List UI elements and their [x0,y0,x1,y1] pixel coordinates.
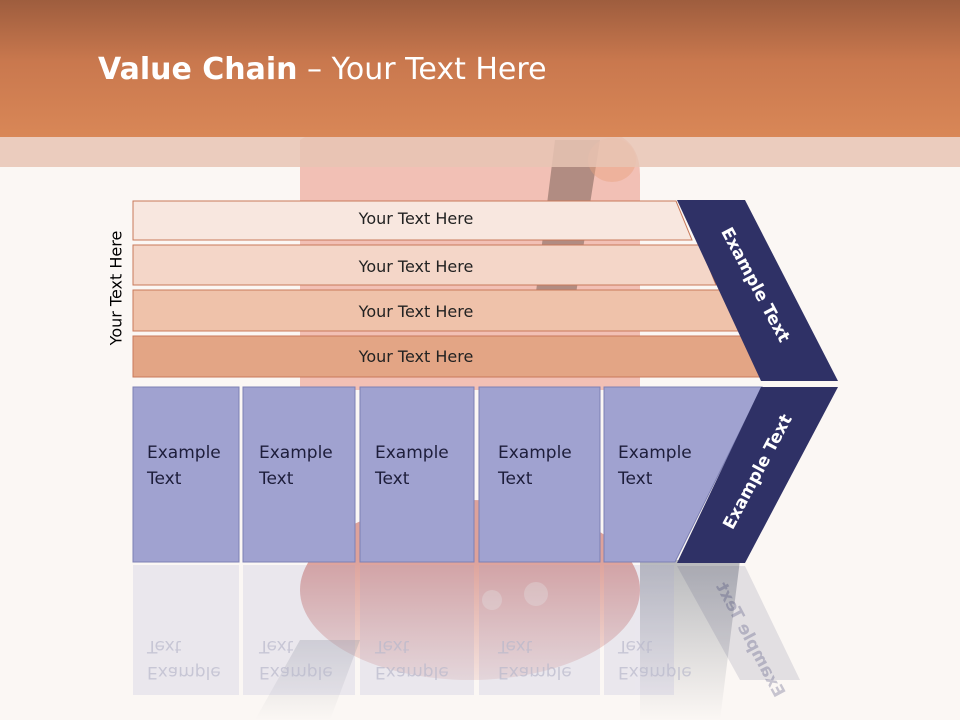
row-bar-2 [132,244,717,286]
row-label-3: Your Text Here [358,302,474,321]
slide-title: Value Chain – Your Text Here [98,52,547,87]
side-label: Your Text Here [106,230,126,346]
cell-label-2-line2: Text [259,469,294,489]
cell-box-4 [478,386,601,563]
row-label-4: Your Text Here [358,347,474,366]
title-underline-band [0,137,960,167]
title-rest: – Your Text Here [297,52,547,87]
cell-label-1-line2: Text [147,469,182,489]
cell-label-1-line1: Example [147,443,221,463]
chevron-top [677,200,838,381]
title-bold: Value Chain [98,52,298,87]
cell-box-1 [132,386,240,563]
title-bar [0,0,960,137]
cell-label-3-line2: Text [375,469,410,489]
cell-box-2 [242,386,356,563]
cell-label-5-line2: Text [618,469,653,489]
chevron-bottom [677,387,838,563]
row-bar-1 [132,200,693,241]
cell-label-2-line1: Example [259,443,333,463]
cell-box-3 [359,386,475,563]
cell-label-5-line1: Example [618,443,692,463]
cell-label-3-line1: Example [375,443,449,463]
row-label-1: Your Text Here [358,209,474,228]
row-label-2: Your Text Here [358,257,474,276]
cell-label-4-line1: Example [498,443,572,463]
cell-label-4-line2: Text [498,469,533,489]
cell-box-5 [603,386,763,563]
